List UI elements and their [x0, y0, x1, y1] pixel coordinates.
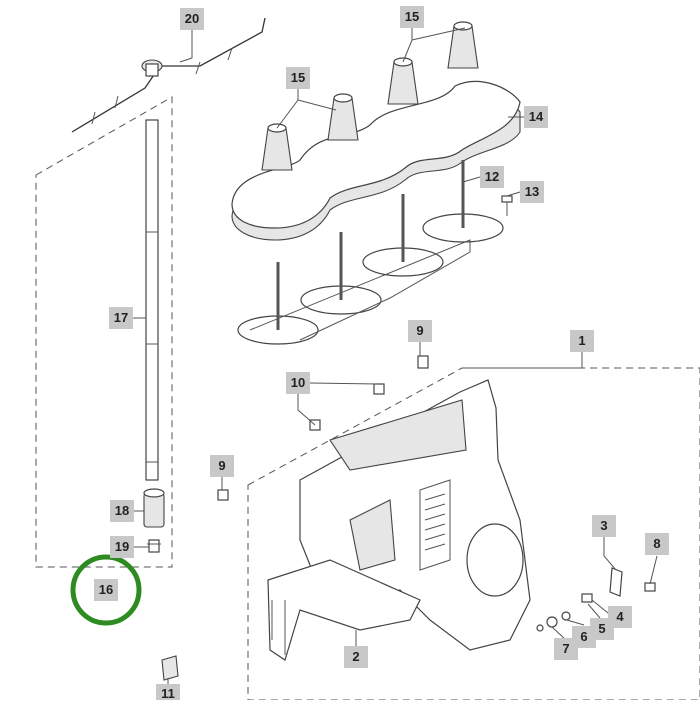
- callout-13: 13: [520, 181, 544, 203]
- screw-13: [501, 195, 513, 216]
- frame-outline: [247, 367, 700, 701]
- callout-12: 12: [480, 166, 504, 188]
- spool-pins: [237, 160, 504, 345]
- callout-3: 3: [592, 515, 616, 537]
- thread-stand-rod: [145, 119, 159, 481]
- callout-5: 5: [590, 618, 614, 640]
- callout-17: 17: [109, 307, 133, 329]
- callout-4: 4: [608, 606, 632, 628]
- rod-holder: [143, 488, 165, 528]
- callout-2: 2: [344, 646, 368, 668]
- callout-9: 9: [210, 455, 234, 477]
- callout-10: 10: [286, 372, 310, 394]
- callout-15: 15: [286, 67, 310, 89]
- callout-14: 14: [524, 106, 548, 128]
- base-pan: [267, 559, 421, 661]
- callout-6: 6: [572, 626, 596, 648]
- callout-16: 16: [94, 579, 118, 601]
- leader-lines: [133, 27, 658, 684]
- callout-1: 1: [570, 330, 594, 352]
- spool-cones: [261, 21, 479, 171]
- highlight-circle: [70, 554, 142, 626]
- callout-11: 11: [156, 684, 180, 700]
- spool-base-plate: [231, 80, 521, 241]
- thread-guide-wire: [71, 17, 266, 133]
- callout-9: 9: [408, 320, 432, 342]
- thread-stand-outline: [35, 96, 173, 568]
- callout-20: 20: [180, 8, 204, 30]
- callout-18: 18: [110, 500, 134, 522]
- holder-screw: [147, 539, 161, 553]
- small-parts: [536, 567, 656, 632]
- callout-8: 8: [645, 533, 669, 555]
- callout-15: 15: [400, 6, 424, 28]
- callout-7: 7: [554, 638, 578, 660]
- callout-19: 19: [110, 536, 134, 558]
